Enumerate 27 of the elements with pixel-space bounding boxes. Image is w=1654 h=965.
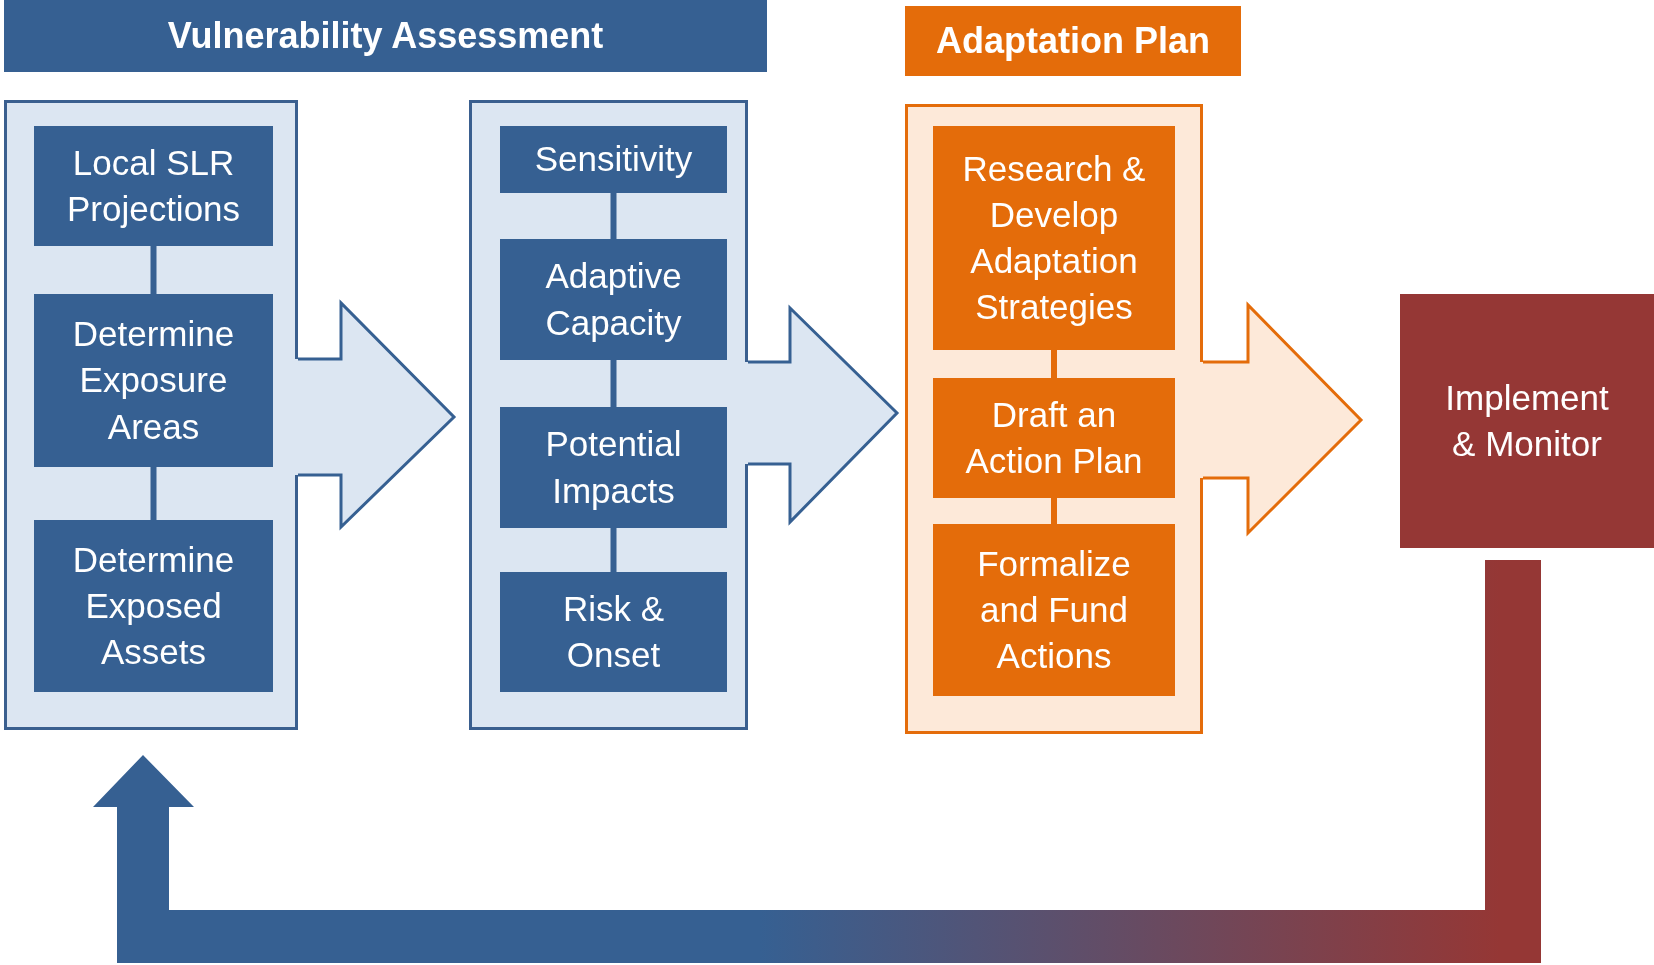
group-panel bbox=[4, 100, 298, 730]
process-box: Draft an Action Plan bbox=[933, 378, 1175, 498]
process-box: Research & Develop Adaptation Strategies bbox=[933, 126, 1175, 350]
connector-line bbox=[610, 193, 617, 239]
section-header: Vulnerability Assessment bbox=[4, 0, 767, 72]
connector-line bbox=[610, 360, 617, 407]
connector-line bbox=[610, 528, 617, 572]
block-arrow bbox=[746, 304, 900, 526]
process-box: Implement & Monitor bbox=[1400, 294, 1654, 548]
group-panel bbox=[905, 104, 1203, 734]
process-box: Local SLR Projections bbox=[34, 126, 273, 246]
feedback-arrow bbox=[93, 560, 1541, 963]
connector-line bbox=[1051, 498, 1057, 524]
process-box: Adaptive Capacity bbox=[500, 239, 727, 360]
group-panel bbox=[469, 100, 748, 730]
process-box: Potential Impacts bbox=[500, 407, 727, 528]
process-box: Determine Exposure Areas bbox=[34, 294, 273, 467]
process-box: Determine Exposed Assets bbox=[34, 520, 273, 692]
connector-line bbox=[150, 246, 157, 294]
section-header: Adaptation Plan bbox=[905, 6, 1241, 76]
process-box: Risk & Onset bbox=[500, 572, 727, 692]
process-box: Formalize and Fund Actions bbox=[933, 524, 1175, 696]
connector-line bbox=[150, 467, 157, 520]
process-box: Sensitivity bbox=[500, 126, 727, 193]
block-arrow bbox=[296, 299, 457, 531]
block-arrow bbox=[1201, 301, 1364, 537]
connector-line bbox=[1051, 350, 1057, 378]
